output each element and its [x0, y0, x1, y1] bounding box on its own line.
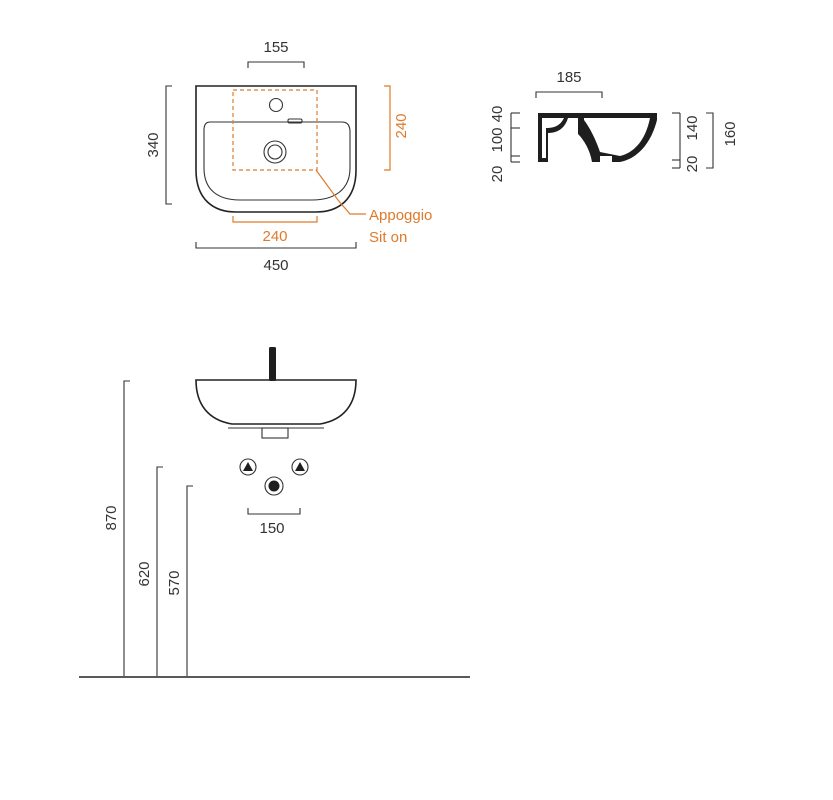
basin-bowl	[203, 121, 351, 201]
note-sit-on: Sit on	[369, 229, 407, 246]
dim-height-rim-line	[123, 380, 130, 676]
top-view: 155 340 240 240 450 Appoggio Sit on	[145, 39, 432, 274]
dim-tap-spacing: 155	[263, 39, 288, 56]
dim-supply-spacing: 150	[259, 520, 284, 537]
dim-width-line	[195, 242, 357, 249]
drain-inner	[267, 144, 283, 160]
dim-sit-on-depth-line	[384, 85, 391, 171]
dim-height-supply-line	[186, 485, 193, 676]
basin-outline	[195, 85, 357, 213]
dim-depth-line	[165, 85, 172, 205]
dim-height-rim: 870	[103, 505, 120, 530]
front-view: 150 870 620 570	[79, 347, 470, 678]
dim-side-top-line	[535, 91, 603, 98]
supply-right-outer	[291, 458, 309, 476]
dim-supply-spacing-line	[247, 508, 301, 515]
drain-outer	[263, 140, 287, 164]
side-basin-wall	[542, 118, 564, 158]
dim-sit-on-width-line	[232, 216, 318, 223]
side-basin-cavity	[584, 118, 650, 156]
supply-left-inner	[243, 462, 253, 471]
dim-side-right-bottom: 20	[684, 156, 701, 173]
supply-right-inner	[295, 462, 305, 471]
tap-hole	[268, 97, 284, 113]
side-view: 185 20 100 40 20 140 160	[489, 69, 739, 182]
dim-height-waste-line	[156, 466, 163, 676]
dim-side-left-top: 40	[489, 106, 506, 123]
dim-side-total-line	[706, 112, 714, 169]
overflow-slot	[287, 118, 303, 124]
waste-outlet-inner	[268, 480, 280, 492]
dim-sit-on-depth: 240	[393, 113, 410, 138]
supply-left-outer	[239, 458, 257, 476]
mixer-tap	[269, 347, 276, 381]
dim-sit-on-width: 240	[262, 228, 287, 245]
dim-side-right-top: 140	[684, 115, 701, 140]
dim-tap-spacing-line	[247, 61, 305, 68]
dim-side-left-middle: 100	[489, 127, 506, 152]
dim-side-total: 160	[722, 121, 739, 146]
note-appoggio: Appoggio	[369, 207, 432, 224]
dim-width: 450	[263, 257, 288, 274]
sit-on-area	[232, 89, 318, 171]
sit-on-leader	[315, 169, 366, 215]
dim-height-waste: 620	[136, 561, 153, 586]
dim-side-top: 185	[556, 69, 581, 86]
dim-depth: 340	[145, 132, 162, 157]
front-basin	[195, 379, 357, 425]
waste-outlet-outer	[264, 476, 284, 496]
dim-height-supply: 570	[166, 570, 183, 595]
front-waste	[261, 427, 289, 439]
dim-side-left-bottom: 20	[489, 166, 506, 183]
